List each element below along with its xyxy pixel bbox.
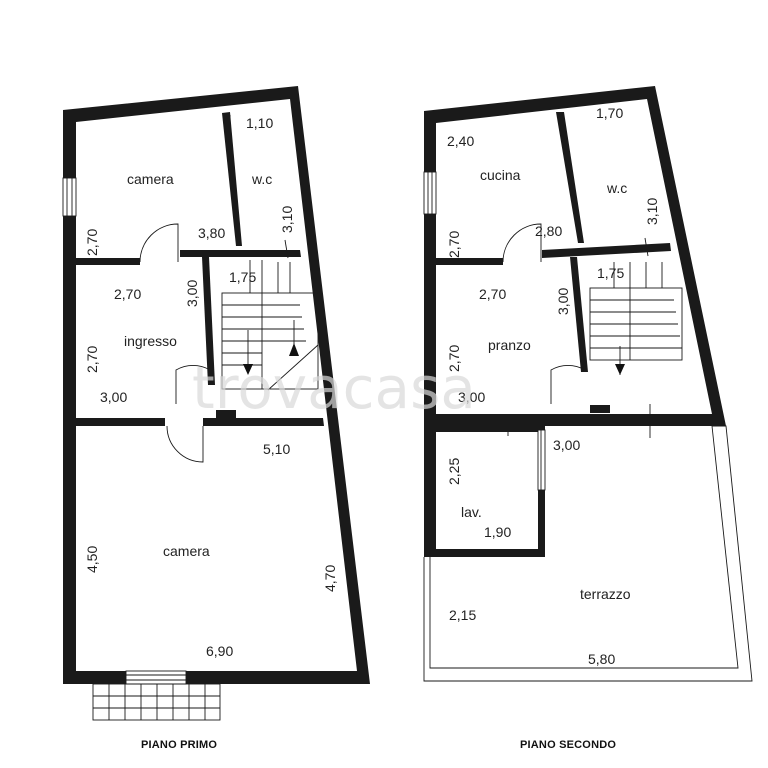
door-swing — [175, 364, 211, 404]
room-label-camera: camera — [127, 171, 174, 187]
balcony-grid — [92, 683, 221, 721]
dimension-label: 1,10 — [246, 115, 273, 131]
interior-wall — [556, 112, 584, 243]
dimension-label: 2,70 — [479, 286, 506, 302]
room-label-wc: w.c — [251, 171, 272, 187]
dimension-label: 2,80 — [535, 223, 562, 239]
window-mark — [62, 177, 77, 217]
dimension-label: 2,70 — [114, 286, 141, 302]
room-label-camera: camera — [163, 543, 210, 559]
door-swing — [550, 364, 586, 404]
window-mark — [125, 670, 187, 685]
dimension-label: 5,10 — [263, 441, 290, 457]
dimension-label: 2,15 — [449, 607, 476, 623]
dimension-label: 2,70 — [84, 346, 100, 373]
room-label-cucina: cucina — [480, 167, 521, 183]
interior-wall — [590, 405, 610, 413]
interior-wall — [180, 250, 301, 257]
dimension-label: 2,70 — [446, 231, 462, 258]
interior-wall — [203, 418, 324, 426]
dimension-label: 1,70 — [596, 105, 623, 121]
door-swing — [502, 223, 542, 263]
dimension-label: 1,90 — [484, 524, 511, 540]
floor-plan-piano-secondo: cucina w.c pranzo lav. terrazzo 2,40 1,7… — [423, 86, 753, 751]
dimension-label: 3,00 — [553, 437, 580, 453]
stair-arrow — [289, 343, 299, 356]
wall-tick — [644, 237, 649, 257]
interior-wall — [76, 418, 165, 426]
interior-wall — [202, 257, 215, 385]
stair-arrow — [243, 364, 253, 375]
room-label-pranzo: pranzo — [488, 337, 531, 353]
stair-arrow — [615, 364, 625, 375]
room-label-ingresso: ingresso — [124, 333, 177, 349]
dimension-label: 2,25 — [446, 458, 462, 485]
terrace-outline — [423, 425, 753, 682]
room-label-wc: w.c — [606, 180, 627, 196]
floor-caption: PIANO SECONDO — [520, 739, 616, 751]
dimension-label: 6,90 — [206, 643, 233, 659]
outer-wall — [424, 86, 726, 426]
dimension-label: 3,00 — [100, 389, 127, 405]
dimension-label: 4,50 — [84, 546, 100, 573]
dimension-label: 4,70 — [322, 565, 338, 592]
dimension-label: 1,75 — [229, 269, 256, 285]
dimension-label: 3,10 — [279, 206, 295, 233]
dimension-label: 3,80 — [198, 225, 225, 241]
floor-plan-piano-primo: camera w.c ingresso camera 1,10 3,10 2,7… — [62, 86, 370, 751]
interior-wall — [76, 258, 140, 265]
window-mark — [423, 171, 437, 215]
watermark: trovacasa — [192, 354, 476, 422]
door-swing — [139, 223, 179, 263]
interior-wall — [216, 410, 236, 418]
dimension-label: 3,10 — [644, 198, 660, 225]
dimension-label: 2,70 — [446, 345, 462, 372]
dimension-label: 2,70 — [84, 229, 100, 256]
window-mark — [537, 429, 546, 491]
interior-wall — [570, 257, 588, 372]
interior-wall — [542, 243, 671, 258]
interior-wall — [222, 112, 242, 246]
room-label-terrazzo: terrazzo — [580, 586, 631, 602]
dimension-label: 2,40 — [447, 133, 474, 149]
staircase — [221, 260, 319, 391]
floor-caption: PIANO PRIMO — [141, 739, 217, 751]
dimension-label: 3,00 — [555, 288, 571, 315]
dimension-label: 3,00 — [184, 280, 200, 307]
dimension-label: 3,00 — [458, 389, 485, 405]
door-swing — [166, 425, 204, 463]
staircase — [589, 262, 683, 375]
interior-wall — [436, 258, 503, 265]
wall-tick — [284, 239, 289, 259]
interior-wall — [436, 426, 490, 432]
dimension-label: 1,75 — [597, 265, 624, 281]
dimension-label: 5,80 — [588, 651, 615, 667]
room-label-lav: lav. — [461, 504, 482, 520]
